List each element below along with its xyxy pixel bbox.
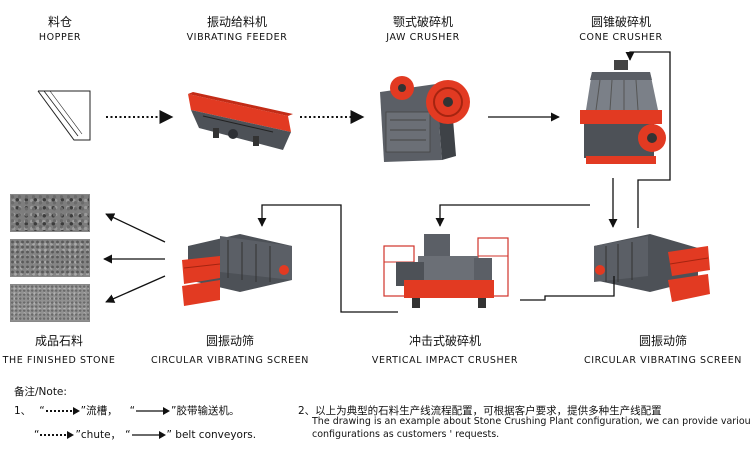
label-stone-en: THE FINISHED STONE [2,354,116,366]
legend-chute-icon [45,406,80,415]
label-feeder-cn: 振动给料机 [206,15,267,29]
belt-arrow-screen-return-cone [625,51,671,228]
belt-arrow-to-stone-1 [105,213,166,243]
belt-arrow-impact-screen [520,276,615,301]
note-1-chute-cn: ”流槽， [80,405,118,417]
note-1-en-quote-open-2: “ [125,428,131,441]
note-1-number: 1、 [14,405,32,417]
legend-belt-icon [136,406,171,415]
note-1-quote-open-2: “ [129,404,136,417]
note-1-en-quote-open: “ [34,428,40,441]
label-hopper-en: HOPPER [38,31,82,43]
label-impact-en: VERTICAL IMPACT CRUSHER [371,354,519,366]
legend-chute-icon-en [40,430,75,439]
belt-arrow-to-stone-3 [105,275,166,303]
label-feeder: 振动给料机 VIBRATING FEEDER [172,15,302,44]
label-cone: 圆锥破碎机 CONE CRUSHER [566,15,676,44]
legend-belt-icon-en [131,430,166,439]
note-1-belt-cn: ”胶带输送机。 [171,405,240,417]
belt-arrow-screen-impact [435,204,590,227]
label-feeder-en: VIBRATING FEEDER [186,31,288,43]
cone-crusher-image [580,60,666,164]
note-2-en-line-2: configurations as customers ' requests. [312,429,500,440]
note-2-cn: 2、以上为典型的石料生产线流程配置，可根据客户要求，提供多种生产线配置 [298,405,662,417]
label-screen-right-en: CIRCULAR VIBRATING SCREEN [583,354,743,366]
label-impact-cn: 冲击式破碎机 [408,334,481,348]
finished-stone-sample-1 [10,194,90,232]
label-cone-en: CONE CRUSHER [579,31,663,43]
label-impact: 冲击式破碎机 VERTICAL IMPACT CRUSHER [370,334,520,367]
label-hopper: 料仓 HOPPER [30,15,90,44]
finished-stone-sample-3 [10,284,90,322]
vibrating-screen-right-image [594,234,710,302]
label-jaw: 颚式破碎机 JAW CRUSHER [368,15,478,44]
note-1-belt-en: ” belt conveyors. [166,428,257,441]
note-1-quote-open: “ [39,404,45,417]
note-line-1-en: “ ”chute， “ ” belt conveyors. [34,427,256,442]
label-jaw-en: JAW CRUSHER [386,31,460,43]
label-screen-right: 圆振动筛 CIRCULAR VIBRATING SCREEN [578,334,748,367]
label-finished-stone: 成品石料 THE FINISHED STONE [0,334,118,367]
label-jaw-cn: 颚式破碎机 [392,15,453,29]
label-stone-cn: 成品石料 [34,334,83,348]
vibrating-screen-left-image [182,234,292,306]
note-1-chute-en: ”chute， [75,429,122,441]
label-screen-left: 圆振动筛 CIRCULAR VIBRATING SCREEN [150,334,310,367]
belt-arrow-impact-left-screen [257,204,398,313]
note-2-en-line-1: The drawing is an example about Stone Cr… [312,416,750,427]
hopper-drawing [37,90,91,141]
label-screen-left-cn: 圆振动筛 [205,334,254,348]
impact-crusher-image [383,234,509,308]
vibrating-feeder-image [188,92,293,150]
finished-stone-sample-2 [10,239,90,277]
note-title: 备注/Note: [14,386,67,398]
label-screen-right-cn: 圆振动筛 [638,334,687,348]
note-line-1-cn: 1、 “ ”流槽， “ ”胶带输送机。 [14,403,240,418]
label-hopper-cn: 料仓 [47,15,72,29]
label-screen-left-en: CIRCULAR VIBRATING SCREEN [150,354,310,366]
label-cone-cn: 圆锥破碎机 [590,15,651,29]
jaw-crusher-image [380,76,470,162]
